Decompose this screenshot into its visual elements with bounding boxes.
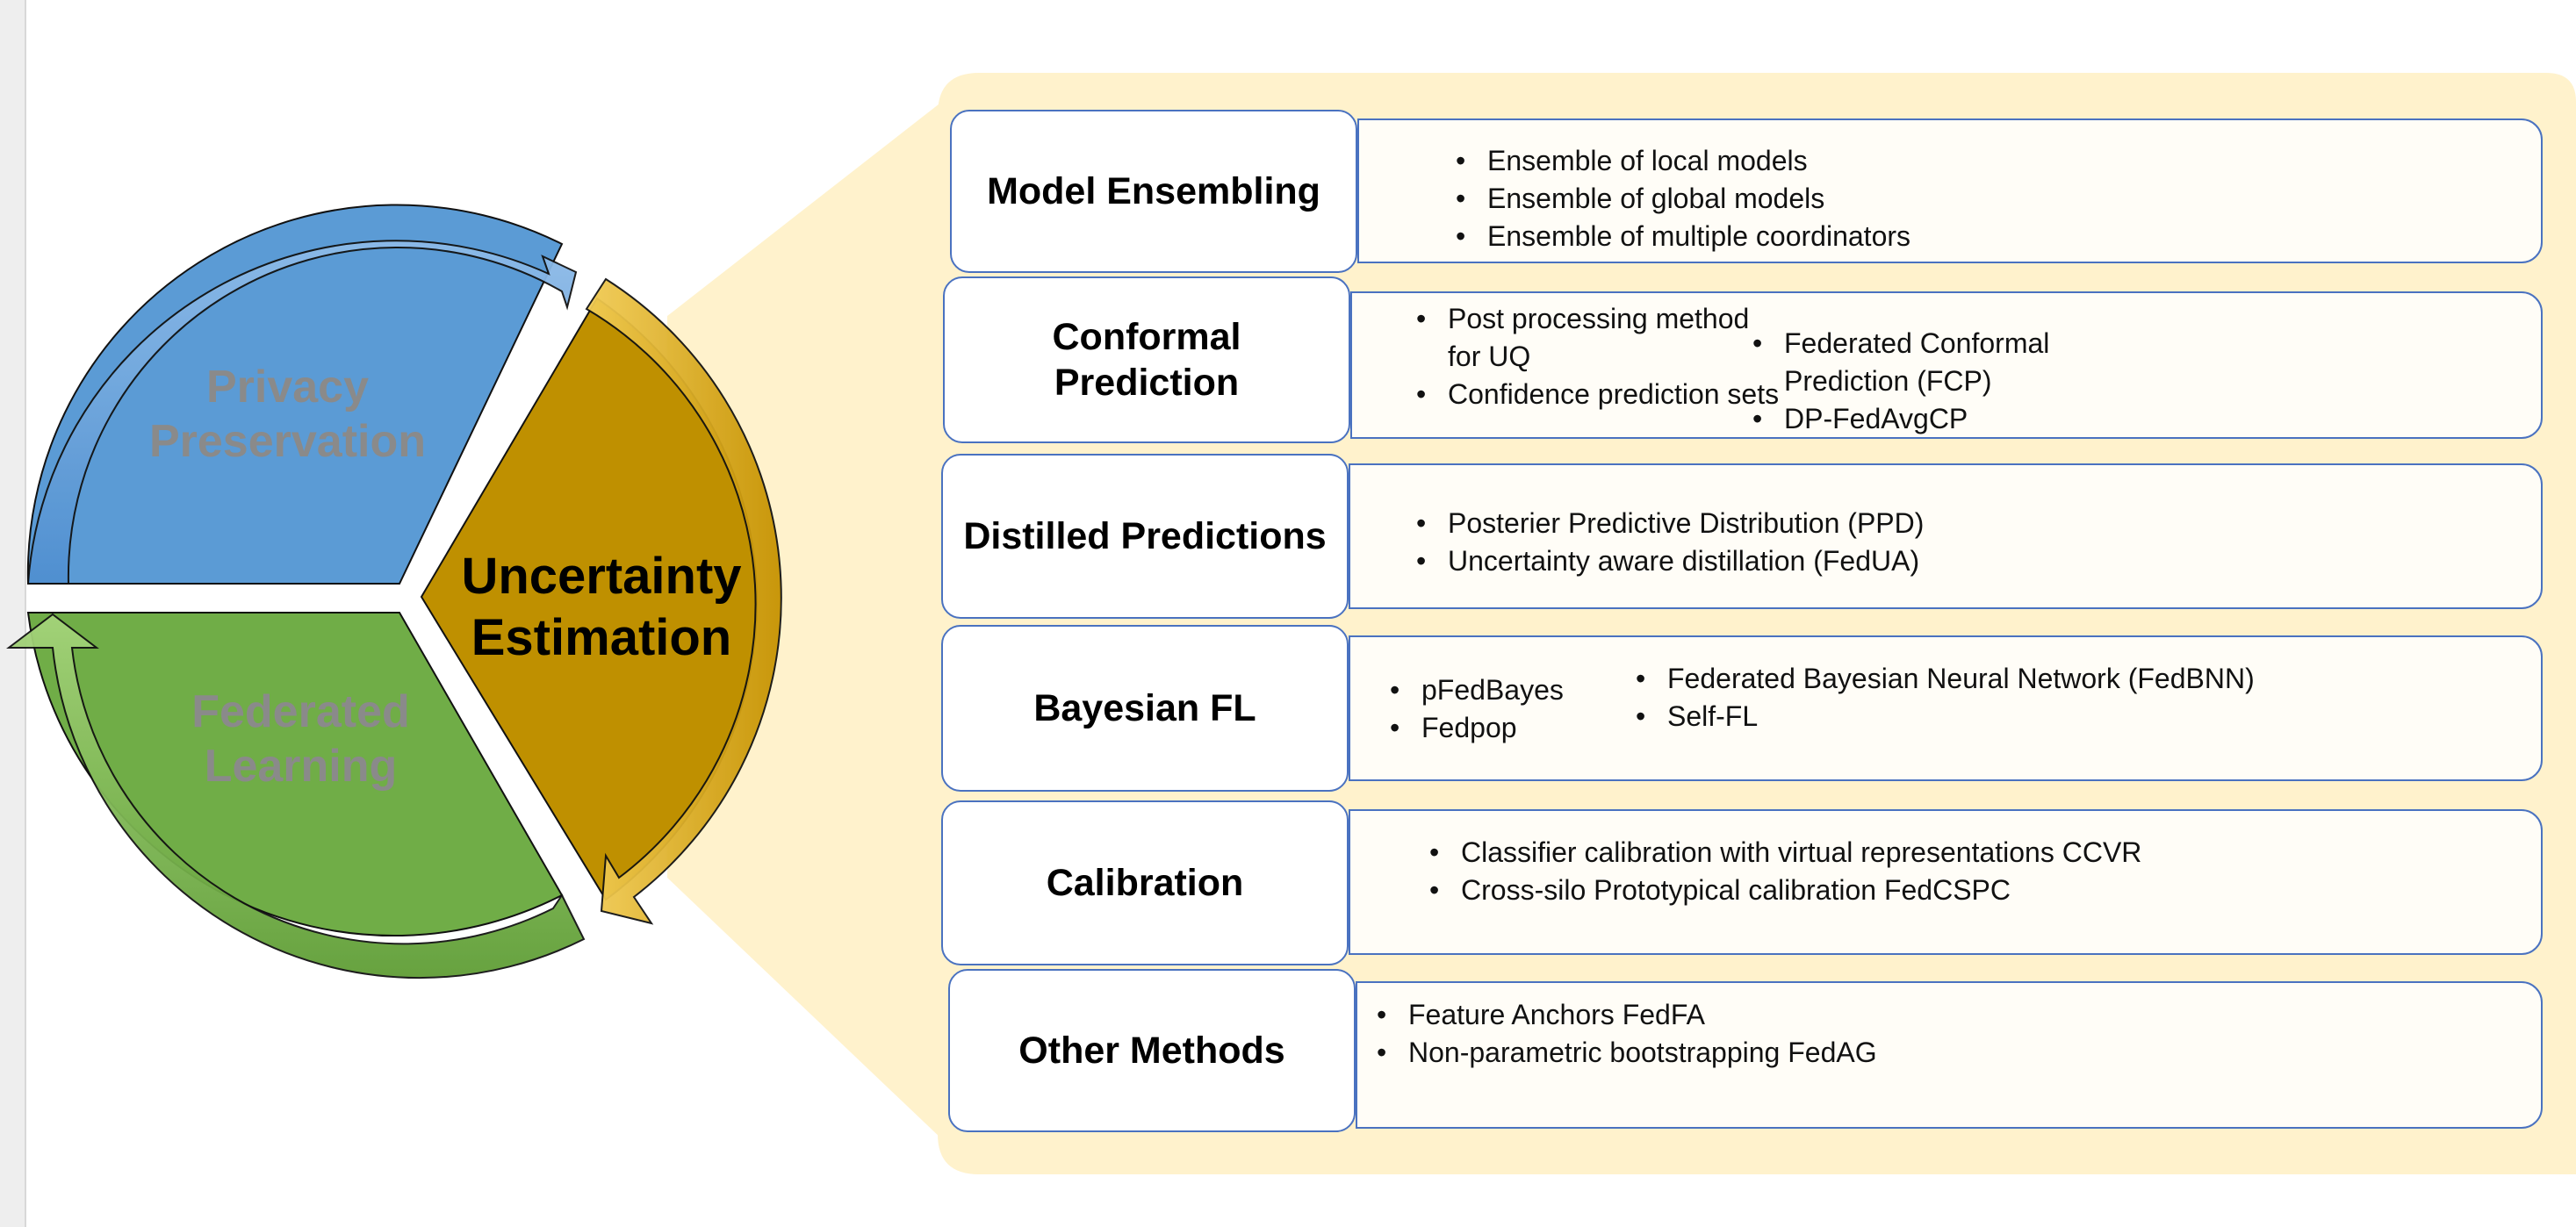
- bullet-text: Self-FL: [1667, 700, 1759, 732]
- category-label-line: Model Ensembling: [987, 169, 1320, 212]
- bullet-text: Ensemble of multiple coordinators: [1487, 220, 1911, 252]
- category-label: Bayesian FL: [941, 625, 1349, 792]
- bullet-item: Feature Anchors FedFA: [1370, 996, 1877, 1034]
- bullet-text: Ensemble of global models: [1487, 183, 1825, 214]
- bullet-item: Classifier calibration with virtual repr…: [1422, 834, 2141, 872]
- bullet-list: pFedBayesFedpop: [1383, 671, 1564, 747]
- uncertainty-line-1: Uncertainty: [461, 548, 742, 605]
- privacy-line-2: Preservation: [148, 416, 427, 468]
- bullet-item: Posterier Predictive Distribution (PPD): [1409, 505, 1924, 542]
- bullet-list: Federated Bayesian Neural Network (FedBN…: [1629, 660, 2255, 735]
- uncertainty-estimation-label: Uncertainty Estimation: [443, 546, 759, 668]
- bullet-text: Posterier Predictive Distribution (PPD): [1448, 507, 1925, 539]
- bullet-text: Cross-silo Prototypical calibration FedC…: [1461, 874, 2011, 906]
- category-label: Distilled Predictions: [941, 454, 1349, 619]
- bullet-item: Non-parametric bootstrapping FedAG: [1370, 1034, 1877, 1072]
- bullet-text: pFedBayes: [1421, 674, 1564, 706]
- category-label-line: Conformal: [1052, 315, 1241, 358]
- bullet-item: Uncertainty aware distillation (FedUA): [1409, 542, 1924, 580]
- bullet-item: DP-FedAvgCP: [1745, 400, 2049, 438]
- bullet-text: Ensemble of local models: [1487, 145, 1808, 176]
- bullet-text: DP-FedAvgCP: [1784, 403, 1968, 434]
- bullet-list: Ensemble of local modelsEnsemble of glob…: [1449, 142, 1910, 255]
- category-label-line: Calibration: [1046, 861, 1244, 904]
- bullet-item: Self-FL: [1629, 698, 2255, 735]
- category-label-line: Distilled Predictions: [963, 514, 1327, 557]
- category-label: Model Ensembling: [950, 110, 1357, 273]
- bullet-text: Prediction (FCP): [1784, 365, 1992, 397]
- category-label: Other Methods: [948, 969, 1356, 1132]
- bullet-text: Confidence prediction sets: [1448, 378, 1780, 410]
- bullet-item: Ensemble of global models: [1449, 180, 1910, 218]
- bullet-list: Classifier calibration with virtual repr…: [1422, 834, 2141, 909]
- bullet-item: Fedpop: [1383, 709, 1564, 747]
- bullet-item: Cross-silo Prototypical calibration FedC…: [1422, 872, 2141, 909]
- bullet-text: Post processing method: [1448, 303, 1750, 334]
- bullet-item: pFedBayes: [1383, 671, 1564, 709]
- federated-line-1: Federated: [191, 686, 410, 737]
- federated-learning-segment: [6, 612, 586, 979]
- bullet-text: Classifier calibration with virtual repr…: [1461, 836, 2142, 868]
- category-label: Calibration: [941, 800, 1349, 965]
- bullet-text: Federated Bayesian Neural Network (FedBN…: [1667, 663, 2255, 694]
- category-label-line: Prediction: [1054, 362, 1240, 404]
- bullet-text: Federated Conformal: [1784, 327, 2050, 359]
- bullet-text: for UQ: [1448, 341, 1531, 372]
- connector-wedge: [667, 73, 979, 1174]
- bullet-list: Feature Anchors FedFA Non-parametric boot…: [1370, 996, 1877, 1072]
- privacy-preservation-segment: [26, 204, 578, 585]
- bullet-text: Feature Anchors FedFA: [1408, 999, 1705, 1030]
- category-label-line: Bayesian FL: [1033, 686, 1256, 729]
- privacy-preservation-label: Privacy Preservation: [114, 360, 461, 470]
- left-margin-strip: [0, 0, 26, 1227]
- privacy-line-1: Privacy: [205, 362, 370, 413]
- bullet-list: Posterier Predictive Distribution (PPD) U…: [1409, 505, 1924, 580]
- federated-line-2: Learning: [204, 741, 398, 793]
- uncertainty-estimation-segment: [420, 277, 782, 925]
- bullet-text: Non-parametric bootstrapping FedAG: [1408, 1037, 1877, 1068]
- bullet-item: Confidence prediction sets: [1409, 376, 1779, 413]
- bullet-text: Fedpop: [1421, 712, 1517, 743]
- bullet-item: Post processing method for UQ: [1409, 300, 1779, 376]
- bullet-item: Ensemble of local models: [1449, 142, 1910, 180]
- bullet-list: Post processing method for UQ Confidence p…: [1409, 300, 1779, 413]
- category-label-line: Other Methods: [1018, 1029, 1285, 1072]
- bullet-text: Uncertainty aware distillation (FedUA): [1448, 545, 1920, 577]
- bullet-item: Ensemble of multiple coordinators: [1449, 218, 1910, 255]
- uncertainty-line-2: Estimation: [471, 608, 732, 666]
- federated-learning-label: Federated Learning: [127, 685, 474, 794]
- bullet-item: Federated Bayesian Neural Network (FedBN…: [1629, 660, 2255, 698]
